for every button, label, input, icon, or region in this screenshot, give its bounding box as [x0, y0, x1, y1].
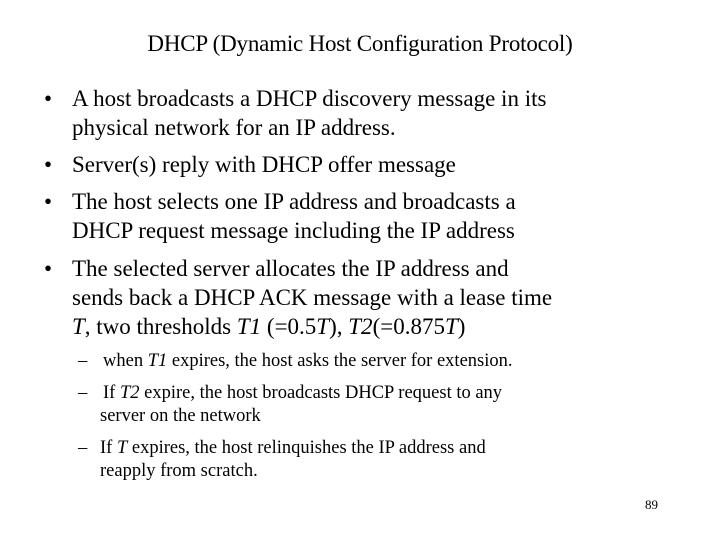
bullet-line: A host broadcasts a DHCP discovery messa…: [72, 86, 547, 111]
bullet-icon: •: [44, 152, 53, 177]
page-number: 89: [645, 497, 658, 512]
bullet-line: DHCP request message including the IP ad…: [72, 218, 515, 243]
bullet-line: sends back a DHCP ACK message with a lea…: [72, 285, 553, 310]
bullet-line: physical network for an IP address.: [72, 115, 396, 140]
dash-icon: –: [78, 438, 88, 458]
bullet-line-thresholds: T, two thresholds T1 (=0.5T), T2(=0.875T…: [72, 314, 466, 339]
bullet-icon: •: [44, 189, 53, 214]
bullet-line: The selected server allocates the IP add…: [72, 256, 509, 281]
bullet-line: Server(s) reply with DHCP offer message: [72, 152, 456, 177]
dash-icon: –: [78, 383, 88, 403]
bullet-icon: •: [44, 256, 53, 281]
slide-title: DHCP (Dynamic Host Configuration Protoco…: [147, 31, 573, 56]
bullet-icon: •: [44, 86, 53, 111]
dash-icon: –: [78, 351, 88, 371]
bullet-line: The host selects one IP address and broa…: [72, 189, 516, 214]
